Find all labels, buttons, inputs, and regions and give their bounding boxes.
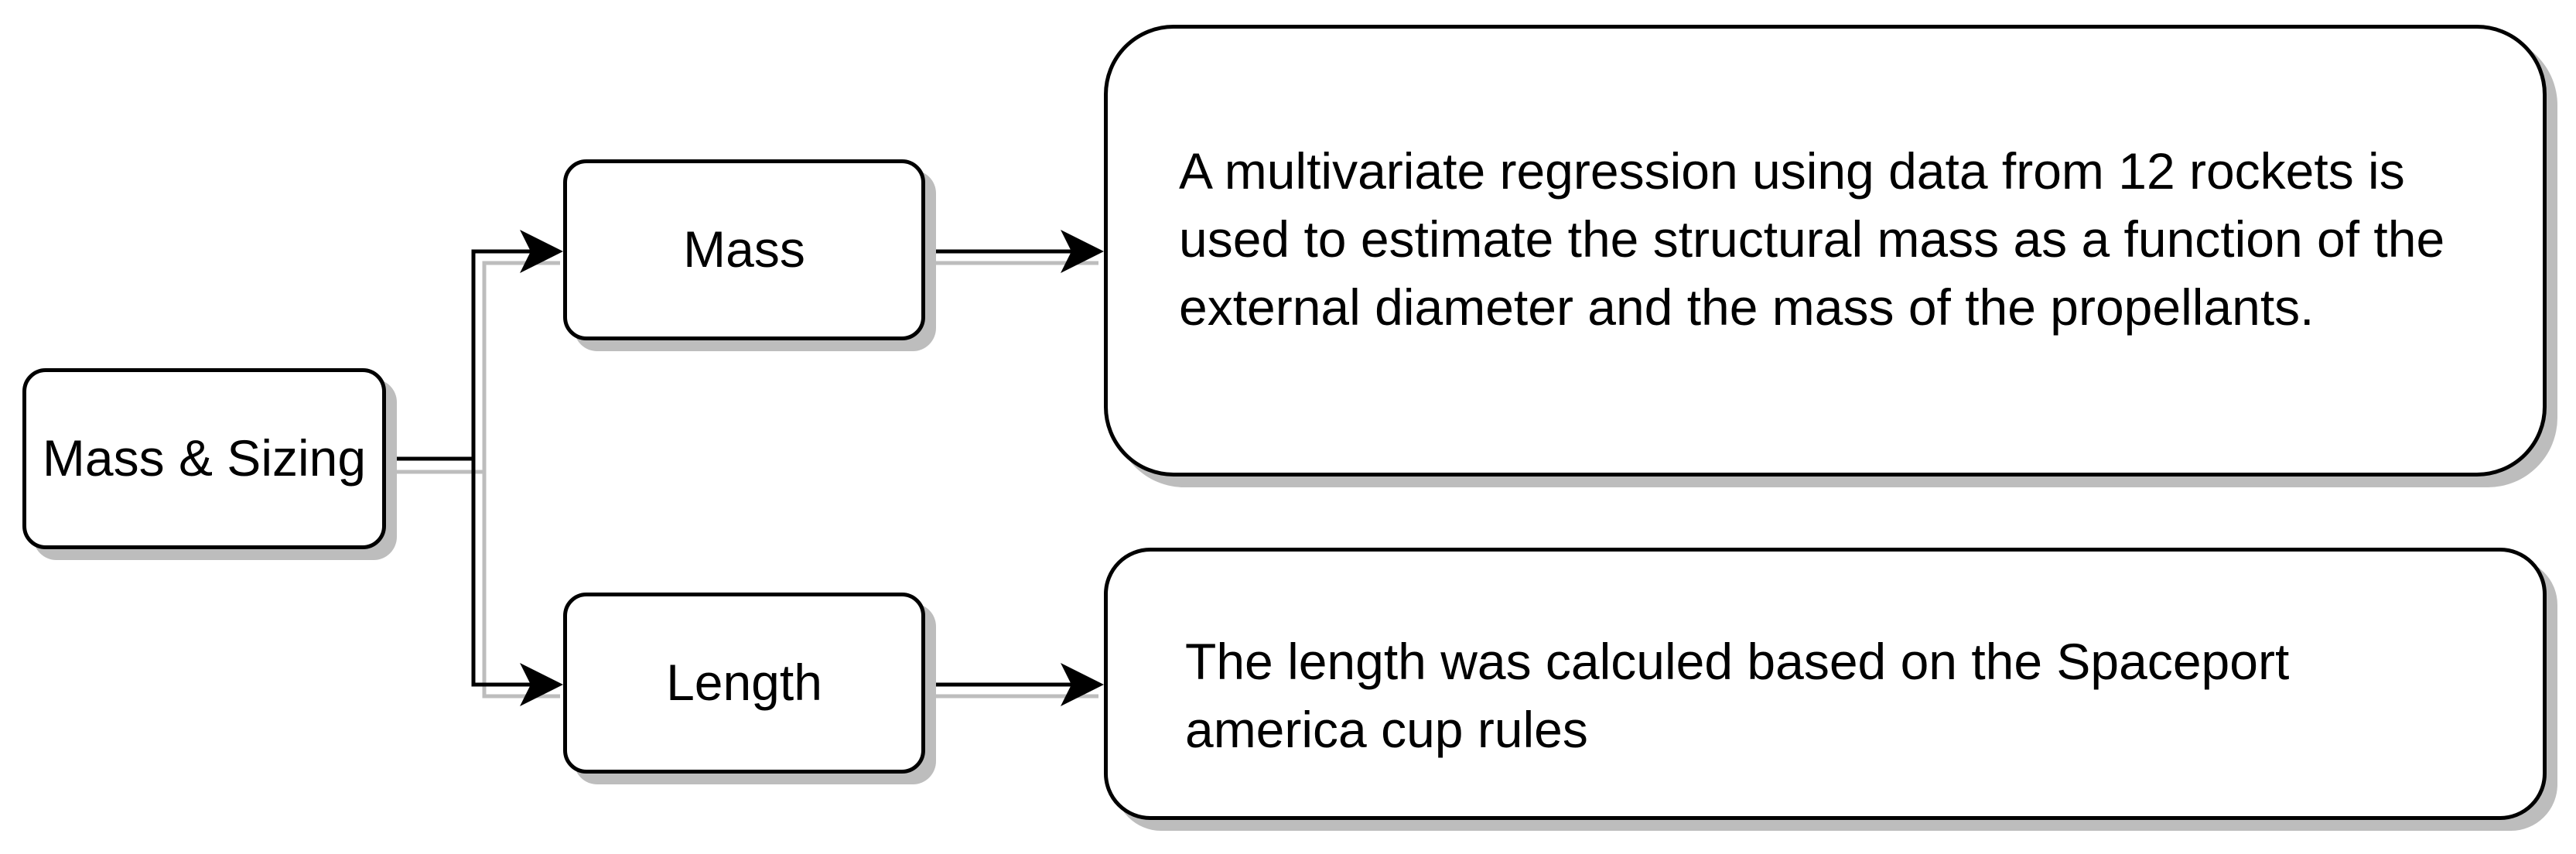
node-mass-description: A multivariate regression using data fro… <box>1104 25 2547 477</box>
arrowheads <box>520 230 1104 706</box>
node-length: Length <box>563 593 925 774</box>
arrowhead-length-desc <box>1061 663 1104 706</box>
node-mass-label: Mass <box>683 220 805 278</box>
node-length-label: Length <box>666 654 822 712</box>
arrowhead-length <box>520 663 563 706</box>
connectors <box>386 249 1098 687</box>
connector-root-to-length <box>471 459 559 687</box>
node-mass: Mass <box>563 159 925 340</box>
node-mass-and-sizing: Mass & Sizing <box>22 368 386 549</box>
connector-shadow-root-mass <box>390 261 560 474</box>
mass-description-text: A multivariate regression using data fro… <box>1179 142 2445 336</box>
connector-shadow-root-length <box>482 472 560 699</box>
node-mass-and-sizing-label: Mass & Sizing <box>42 429 367 487</box>
connector-root-to-mass <box>386 249 559 461</box>
arrowhead-mass-desc <box>1061 230 1104 273</box>
length-description-text: The length was calculed based on the Spa… <box>1185 633 2290 758</box>
arrowhead-mass <box>520 230 563 273</box>
node-length-description: The length was calculed based on the Spa… <box>1104 548 2547 820</box>
